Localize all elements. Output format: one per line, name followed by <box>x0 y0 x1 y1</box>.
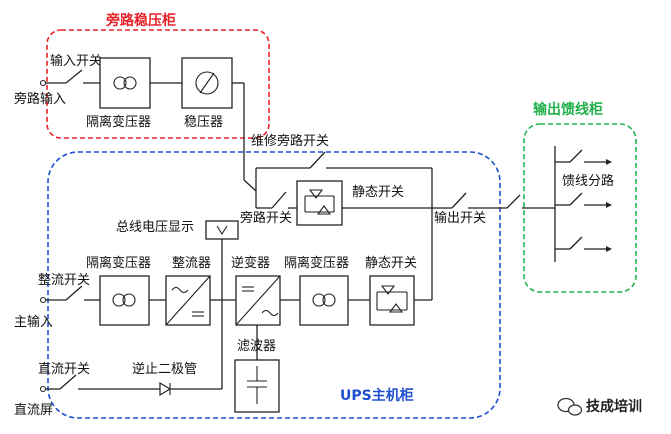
maintenance-bypass-line <box>255 151 433 208</box>
feeder-branch-2 <box>555 192 612 208</box>
stabilizer-symbol <box>181 57 233 109</box>
dc-switch-label: 直流开关 <box>38 362 90 377</box>
static-switch-top-label: 静态开关 <box>352 185 404 200</box>
static-switch-bottom <box>369 275 415 326</box>
isolation-transformer-right-label: 隔离变压器 <box>284 255 349 271</box>
static-switch-top <box>296 180 343 226</box>
static-switch-bottom-label: 静态开关 <box>365 256 417 271</box>
main-input-line <box>39 208 433 304</box>
bus-voltage-display-label: 总线电压显示 <box>116 220 194 235</box>
bypass-input-label: 旁路输入 <box>14 91 66 107</box>
dc-input-line <box>39 374 222 397</box>
output-line <box>432 192 555 209</box>
bypass-stabilizer-cabinet-title: 旁路稳压柜 <box>105 12 176 29</box>
output-feeder-cabinet-title: 输出馈线柜 <box>533 101 603 118</box>
feeder-branch-label: 馈线分路 <box>562 173 614 189</box>
bus-voltage-display-meter <box>205 220 239 300</box>
stabilizer-label: 稳压器 <box>184 114 223 130</box>
bypass-input-line <box>39 69 257 192</box>
ups-main-cabinet-border <box>47 151 501 419</box>
rectifier-symbol <box>165 275 211 326</box>
output-switch-label: 输出开关 <box>434 210 486 226</box>
bypass-switch-label: 旁路开关 <box>240 210 292 226</box>
rectifier-label: 整流器 <box>172 256 211 271</box>
ups-main-cabinet-title: UPS主机柜 <box>340 387 414 404</box>
bypass-stabilizer-cabinet-border <box>46 29 270 139</box>
maintenance-bypass-switch-label: 维修旁路开关 <box>251 133 329 149</box>
watermark-text: 技成培训 <box>586 398 642 415</box>
filter-label: 滤波器 <box>237 339 276 354</box>
rectifier-switch-label: 整流开关 <box>38 273 90 288</box>
feeder-branch-1 <box>555 149 612 165</box>
input-switch-label: 输入开关 <box>50 53 102 69</box>
isolation-transformer-left-label: 隔离变压器 <box>86 255 151 271</box>
inverter-symbol <box>235 275 281 326</box>
wechat-icon <box>557 397 583 416</box>
inverter-label: 逆变器 <box>231 255 270 271</box>
output-feeder-cabinet-border <box>523 123 637 293</box>
isolation-transformer-top-label: 隔离变压器 <box>86 114 151 130</box>
bypass-line <box>255 191 432 209</box>
dc-panel-label: 直流屏 <box>14 403 53 418</box>
feeder-branch-3 <box>555 236 612 252</box>
blocking-diode-label: 逆止二极管 <box>132 361 197 377</box>
isolation-transformer-left <box>99 275 150 326</box>
isolation-transformer-right <box>299 275 349 326</box>
main-input-label: 主输入 <box>14 314 53 330</box>
filter-capacitor <box>234 325 280 413</box>
isolation-transformer-top <box>99 57 151 109</box>
